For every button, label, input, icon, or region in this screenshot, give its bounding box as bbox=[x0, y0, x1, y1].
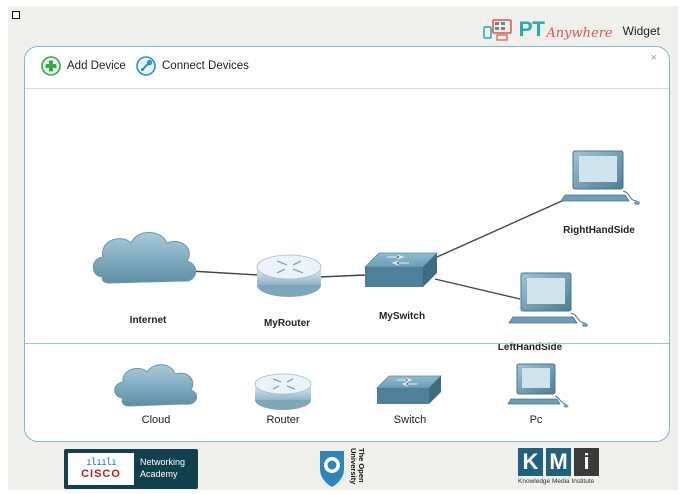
palette-label-switch: Switch bbox=[393, 414, 427, 426]
link-switch-lefthandside[interactable] bbox=[434, 278, 521, 300]
node-myrouter-icon[interactable] bbox=[256, 254, 322, 297]
ou-line-university: University bbox=[349, 448, 358, 485]
kmi-logo[interactable]: K M i Knowledge Media Institute bbox=[518, 448, 608, 490]
corner-checkbox[interactable] bbox=[12, 11, 20, 19]
link-internet-router[interactable] bbox=[189, 270, 260, 276]
cisco-academy-text: Networking Academy bbox=[134, 449, 198, 489]
kmi-letter-i: i bbox=[574, 448, 599, 476]
cisco-mark: ılıılı CISCO bbox=[68, 453, 134, 485]
ptanywhere-logo-icon bbox=[482, 19, 512, 41]
palette-svg bbox=[114, 363, 569, 410]
topology-svg bbox=[92, 150, 640, 327]
brand-pt-text: PT bbox=[518, 18, 545, 41]
node-lefthandside-pc-icon[interactable] bbox=[508, 272, 588, 327]
add-device-button[interactable]: Add Device bbox=[41, 56, 126, 76]
node-myswitch-icon[interactable] bbox=[364, 252, 438, 287]
open-university-shield-icon bbox=[320, 451, 344, 487]
device-palette: Cloud Router Switch Pc bbox=[25, 343, 669, 441]
kmi-letters: K M i bbox=[518, 448, 608, 476]
palette-label-router: Router bbox=[266, 414, 300, 426]
ou-line-the-open: The Open bbox=[357, 448, 366, 483]
palette-cloud-icon[interactable] bbox=[114, 364, 198, 407]
connect-devices-button[interactable]: Connect Devices bbox=[136, 56, 249, 76]
palette-label-pc: Pc bbox=[529, 414, 543, 426]
cisco-line-academy: Academy bbox=[140, 469, 178, 479]
node-label-righthandside: RightHandSide bbox=[563, 225, 635, 236]
widget-brand: PT Anywhere Widget bbox=[482, 16, 660, 44]
node-label-internet: Internet bbox=[129, 315, 167, 326]
connect-devices-icon bbox=[136, 56, 156, 76]
toolbar: Add Device Connect Devices × bbox=[25, 47, 669, 89]
brand-widget-text: Widget bbox=[622, 24, 660, 38]
palette-router-icon[interactable] bbox=[254, 373, 312, 410]
cisco-bars-icon: ılıılı bbox=[85, 456, 117, 468]
add-device-icon bbox=[41, 56, 61, 76]
node-internet-cloud-icon[interactable] bbox=[92, 232, 197, 284]
close-icon[interactable]: × bbox=[650, 52, 657, 64]
connect-devices-label: Connect Devices bbox=[162, 60, 249, 72]
link-switch-righthandside[interactable] bbox=[436, 195, 574, 258]
palette-pc-icon[interactable] bbox=[507, 363, 569, 408]
node-label-lefthandside: LeftHandSide bbox=[497, 342, 563, 353]
widget-panel: Add Device Connect Devices × bbox=[24, 46, 670, 442]
cisco-networking-academy-logo[interactable]: ılıılı CISCO Networking Academy bbox=[64, 449, 198, 489]
node-label-myswitch: MySwitch bbox=[378, 311, 426, 322]
add-device-label: Add Device bbox=[67, 60, 126, 72]
node-righthandside-pc-icon[interactable] bbox=[560, 150, 640, 205]
network-canvas[interactable]: Internet MyRouter MySwitch RightHandSide… bbox=[25, 89, 669, 353]
kmi-letter-k: K bbox=[518, 448, 543, 476]
cisco-line-networking: Networking bbox=[140, 457, 186, 467]
link-router-switch[interactable] bbox=[318, 274, 366, 278]
palette-switch-icon[interactable] bbox=[376, 375, 442, 404]
kmi-subtitle: Knowledge Media Institute bbox=[518, 478, 595, 485]
palette-label-cloud: Cloud bbox=[141, 414, 171, 426]
node-label-myrouter: MyRouter bbox=[263, 318, 311, 329]
cisco-word: CISCO bbox=[81, 467, 121, 480]
kmi-letter-m: M bbox=[546, 448, 571, 476]
brand-anywhere-text: Anywhere bbox=[546, 25, 613, 41]
open-university-logo[interactable]: The Open University bbox=[318, 448, 380, 490]
open-university-text: The Open University bbox=[349, 448, 366, 490]
